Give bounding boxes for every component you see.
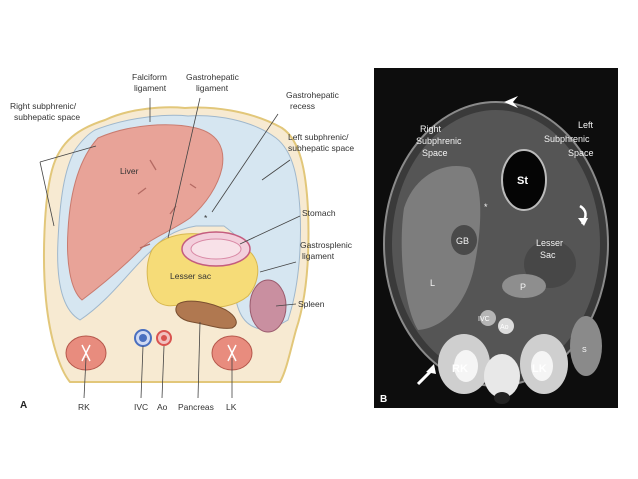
leader-pancreas [197, 321, 201, 399]
label-left-subphrenic-1: Left subphrenic/ [288, 132, 349, 142]
label-left-subphrenic-2: subhepatic space [288, 143, 354, 153]
leader-ao [161, 345, 165, 399]
ct-aorta [498, 318, 514, 334]
label-gastrohepatic-lig-1: Gastrohepatic [186, 72, 240, 82]
ct-label-p: P [520, 282, 526, 292]
spleen-shape [249, 279, 287, 333]
ct-spine-canal [494, 392, 510, 404]
ct-pancreas [502, 274, 546, 298]
ct-label-right-2: Subphrenic [416, 136, 462, 146]
ct-label-ivc: IVC [478, 316, 490, 323]
label-gastrohepatic-lig-2: ligament [196, 83, 229, 93]
ct-label-lesser-1: Lesser [536, 238, 563, 248]
stomach-inner [190, 238, 242, 260]
ct-right-kidney-pelvis [454, 350, 478, 382]
ct-label-rk: RK [452, 363, 468, 375]
ct-spleen [570, 316, 602, 376]
ct-label-gb: GB [456, 236, 469, 246]
ct-gallbladder [451, 225, 477, 255]
label-star: * [204, 213, 208, 223]
leader-stomach [239, 215, 301, 245]
ct-spine [484, 354, 520, 398]
ct-label-st: St [517, 175, 528, 187]
liver-vessel [137, 159, 197, 249]
label-ao: Ao [157, 402, 168, 412]
right-kidney-hilum [81, 344, 91, 362]
label-gastrohepatic-recess-2: recess [290, 101, 315, 111]
ivc-lumen [139, 334, 147, 342]
ct-label-left-3: Space [568, 148, 594, 158]
ct-label-left-2: Subphrenic [544, 134, 590, 144]
leader-gastrohepatic-lig [167, 97, 201, 239]
aorta-lumen [161, 335, 167, 341]
ct-white-arrowhead-icon [426, 364, 436, 374]
leader-spleen [275, 303, 297, 307]
leader-gastrosplenic [259, 261, 297, 273]
ct-arrowhead-top-icon [504, 96, 518, 108]
label-liver: Liver [120, 166, 139, 176]
ct-scan-image: Right Subphrenic Space Left Subphrenic S… [374, 68, 618, 408]
panel-letter-a: A [20, 400, 27, 411]
label-lk: LK [226, 402, 237, 412]
ct-label-left-1: Left [578, 120, 594, 130]
leader-right-subphrenic-2 [39, 161, 55, 227]
label-gastrosplenic-2: ligament [302, 251, 335, 261]
label-ivc: IVC [134, 402, 148, 412]
label-gastrohepatic-recess-1: Gastrohepatic [286, 90, 340, 100]
label-lesser-sac: Lesser sac [170, 271, 212, 281]
leader-gastrohepatic-recess [211, 113, 279, 213]
leader-rk [83, 357, 87, 399]
label-right-subphrenic-2: subhepatic space [14, 112, 80, 122]
label-right-subphrenic-1: Right subphrenic/ [10, 101, 77, 111]
ct-left-kidney-pelvis [531, 351, 553, 381]
panel-letter-b: B [380, 394, 387, 405]
leader-left-subphrenic [261, 159, 291, 181]
ct-label-l: L [430, 278, 435, 288]
ct-curved-arrowhead-icon [578, 218, 588, 226]
anatomy-illustration: Falciform ligament Gastrohepatic ligamen… [10, 72, 354, 412]
label-spleen: Spleen [298, 299, 325, 309]
label-rk: RK [78, 402, 90, 412]
ct-liver [401, 165, 481, 330]
label-falciform-1: Falciform [132, 72, 167, 82]
ct-label-s: S [582, 347, 587, 354]
pancreas-shape [175, 300, 237, 329]
label-gastrosplenic-1: Gastrosplenic [300, 240, 353, 250]
ct-ivc [480, 310, 496, 326]
label-pancreas: Pancreas [178, 402, 214, 412]
ct-label-right-1: Right [420, 124, 442, 134]
ct-label-ao: Ao [500, 324, 509, 331]
ct-label-star: * [484, 202, 488, 212]
leader-ivc [140, 345, 144, 399]
label-stomach: Stomach [302, 208, 336, 218]
ct-lesser-sac [524, 240, 576, 288]
label-falciform-2: ligament [134, 83, 167, 93]
ct-label-lesser-2: Sac [540, 250, 556, 260]
ct-label-lk: LK [532, 363, 547, 375]
leader-right-subphrenic [39, 145, 97, 163]
left-kidney-hilum [227, 344, 237, 362]
ct-label-right-3: Space [422, 148, 448, 158]
ct-stomach-air [501, 149, 547, 211]
